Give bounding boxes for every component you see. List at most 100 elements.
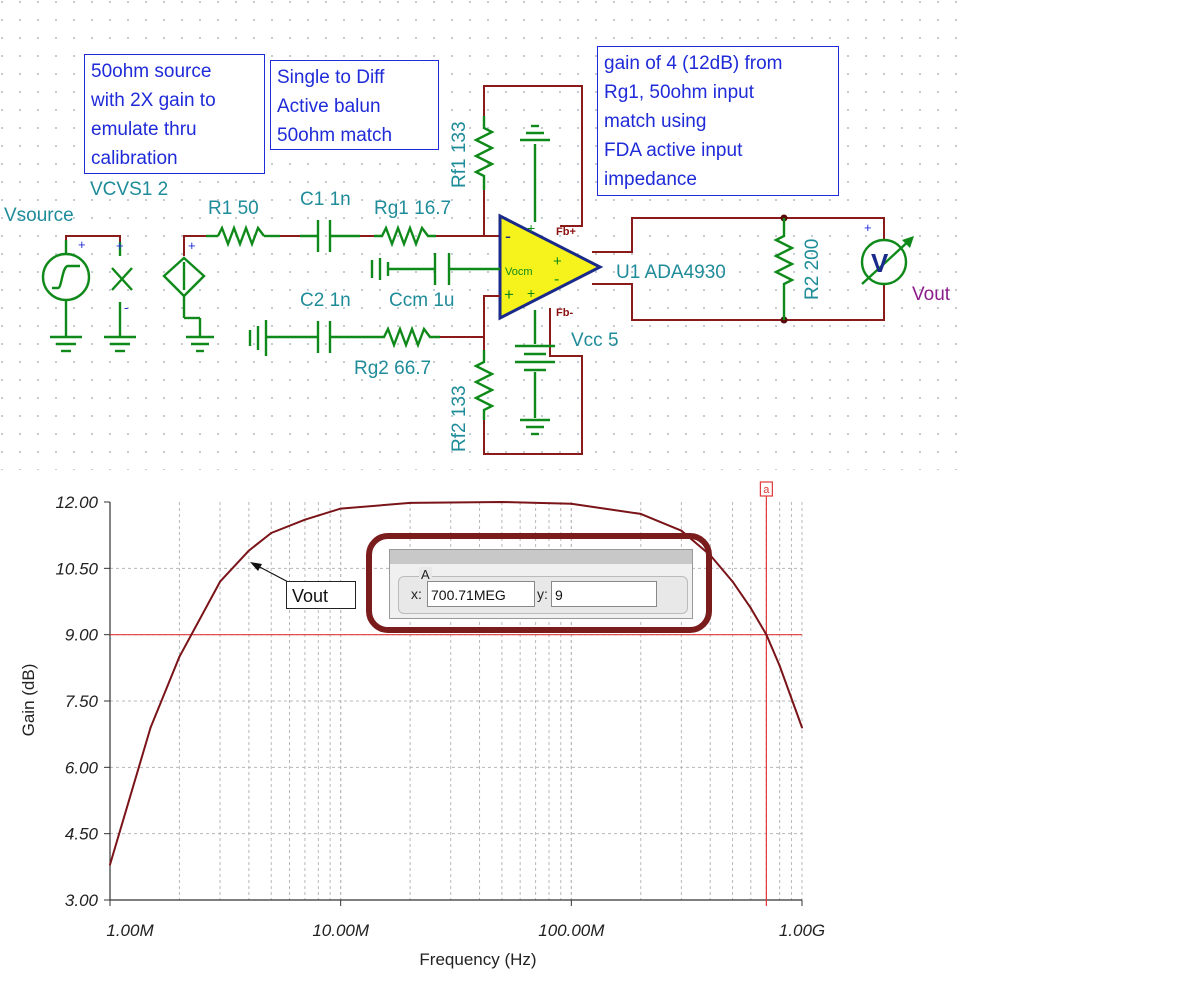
y-tick-label: 6.00: [65, 758, 99, 777]
data-point-vout: [778, 664, 781, 667]
note-source-line-4: calibration: [91, 148, 178, 169]
data-point-vout: [339, 507, 342, 510]
label-vout-meter: Vout: [912, 284, 951, 305]
svg-text:+: +: [864, 220, 872, 235]
x-tick-label: 100.00M: [538, 921, 605, 940]
label-rf1: Rf1 133: [449, 121, 470, 188]
cursor-x-label: x:: [411, 586, 422, 602]
data-point-vout: [500, 501, 503, 503]
cursor-name: A: [419, 567, 432, 582]
wire-rg2-opamp: [440, 295, 500, 338]
note-gain-line-4: FDA active input: [604, 140, 743, 161]
cursor-fields: A x: 700.71MEG y: 9: [398, 567, 688, 614]
data-point-vout: [178, 655, 181, 658]
rg2-resistor[interactable]: [372, 325, 440, 349]
note-balun: Single to Diff Active balun 50ohm match: [270, 60, 439, 150]
label-ccm: Ccm 1u: [389, 290, 454, 311]
rf2-resistor[interactable]: [473, 350, 495, 420]
data-point-vout: [303, 518, 306, 521]
data-point-vout: [765, 633, 768, 636]
data-point-vout: [409, 501, 412, 504]
label-c2: C2 1n: [300, 290, 351, 311]
r2-resistor[interactable]: [773, 218, 795, 320]
ccm-capacitor[interactable]: [370, 253, 500, 285]
svg-text:+: +: [78, 237, 86, 252]
cursor-panel-titlebar: [390, 550, 692, 564]
data-point-vout: [149, 726, 152, 729]
data-point-vout: [749, 607, 752, 610]
note-gain: gain of 4 (12dB) from Rg1, 50ohm input m…: [597, 46, 839, 196]
svg-text:+: +: [553, 253, 562, 270]
rg1-resistor[interactable]: [374, 224, 436, 248]
pin-fb-plus: Fb+: [556, 226, 576, 238]
wire-out-plus: [592, 217, 885, 253]
note-gain-line-1: gain of 4 (12dB) from: [604, 53, 783, 74]
label-rf2: Rf2 133: [449, 385, 470, 452]
note-source-line-2: with 2X gain to: [91, 90, 216, 111]
label-r2: R2 200: [802, 239, 823, 300]
y-tick-label: 7.50: [65, 692, 99, 711]
x-tick-label: 1.00M: [106, 921, 154, 940]
y-tick-label: 3.00: [65, 891, 99, 910]
note-balun-line-1: Single to Diff: [277, 67, 385, 88]
vcc-battery[interactable]: [515, 310, 555, 436]
data-point-vout: [570, 502, 573, 505]
cursor-lines[interactable]: a: [110, 481, 802, 906]
cursor-handle-label: a: [763, 484, 770, 496]
note-source-line-3: emulate thru: [91, 119, 197, 140]
svg-text:+: +: [188, 238, 196, 253]
label-rg2: Rg2 66.7: [354, 358, 431, 379]
x-tick-label: 1.00G: [779, 921, 825, 940]
label-r1: R1 50: [208, 198, 259, 219]
x-axis-label: Frequency (Hz): [419, 950, 536, 969]
c2-capacitor[interactable]: [266, 321, 372, 353]
vout-voltmeter[interactable]: V +: [860, 220, 914, 286]
note-gain-line-2: Rg1, 50ohm input: [604, 82, 754, 103]
opamp-vocm-label: Vocm: [505, 266, 533, 278]
data-point-vout: [109, 863, 111, 866]
data-point-vout: [247, 549, 250, 552]
y-tick-label: 10.50: [55, 559, 98, 578]
label-c1: C1 1n: [300, 189, 351, 210]
svg-text:-: -: [554, 271, 559, 288]
cursor-x-field[interactable]: 700.71MEG: [427, 581, 535, 607]
svg-text:+: +: [527, 285, 535, 301]
note-balun-line-3: 50ohm match: [277, 125, 393, 146]
data-point-vout: [801, 726, 803, 729]
cursor-readout-panel: A x: 700.71MEG y: 9: [389, 549, 693, 619]
c1-capacitor[interactable]: [300, 220, 360, 252]
label-vsource: Vsource: [4, 205, 74, 226]
label-vcc: Vcc 5: [571, 330, 619, 351]
note-balun-line-2: Active balun: [277, 96, 381, 117]
cursor-y-field[interactable]: 9: [551, 581, 657, 607]
wire-rf2-loop: [483, 308, 583, 455]
series-vout: [109, 501, 803, 866]
y-tick-label: 9.00: [65, 626, 99, 645]
note-gain-line-5: impedance: [604, 169, 697, 190]
pin-fb-minus: Fb-: [556, 307, 573, 319]
data-point-vout: [639, 512, 642, 515]
cursor-handle: [759, 481, 773, 497]
vcvs-output-source[interactable]: +: [162, 235, 214, 353]
wire-rf1-loop: [483, 85, 583, 227]
vcc-top-rail: [520, 124, 550, 222]
svg-text:+: +: [527, 220, 535, 236]
rf1-resistor[interactable]: [473, 116, 495, 190]
svg-text:-: -: [124, 300, 128, 315]
note-source-line-1: 50ohm source: [91, 61, 212, 82]
vsource-symbol[interactable]: +: [41, 237, 91, 353]
x-tick-label: 10.00M: [312, 921, 370, 940]
data-point-vout: [219, 580, 222, 583]
u1-opamp[interactable]: - + + - + + Vocm Fb+ Fb-: [498, 213, 604, 321]
vout-annotation-arrow: [250, 562, 293, 585]
series-label-vout: Vout: [286, 581, 356, 609]
data-point-vout: [680, 529, 683, 532]
note-gain-line-3: match using: [604, 111, 707, 132]
cursor-y-label: y:: [537, 586, 548, 602]
label-rg1: Rg1 16.7: [374, 198, 451, 219]
r1-resistor[interactable]: [206, 224, 280, 248]
label-u1: U1 ADA4930: [616, 262, 726, 283]
